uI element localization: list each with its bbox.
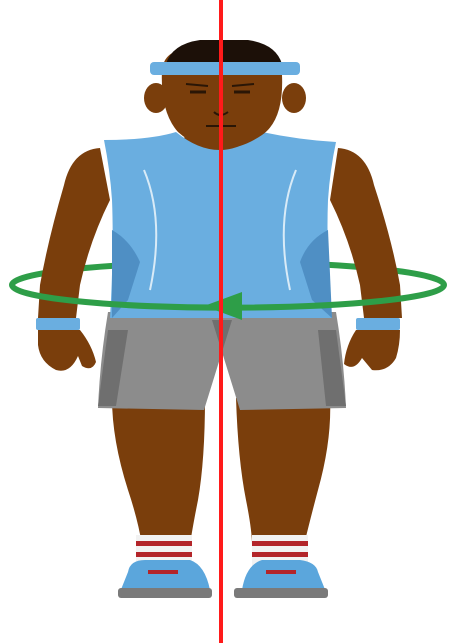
headband [150, 62, 300, 75]
right-arm [330, 148, 402, 318]
left-wristband [36, 318, 80, 330]
left-leg [112, 398, 205, 545]
left-shoe [118, 560, 212, 598]
right-wristband [356, 318, 400, 330]
left-arm [38, 148, 110, 318]
hair [166, 40, 282, 64]
right-hand [344, 330, 400, 370]
left-hand [38, 330, 96, 371]
right-ear [282, 83, 306, 113]
head [144, 40, 306, 148]
right-shoe [234, 560, 328, 598]
right-leg [236, 398, 330, 545]
